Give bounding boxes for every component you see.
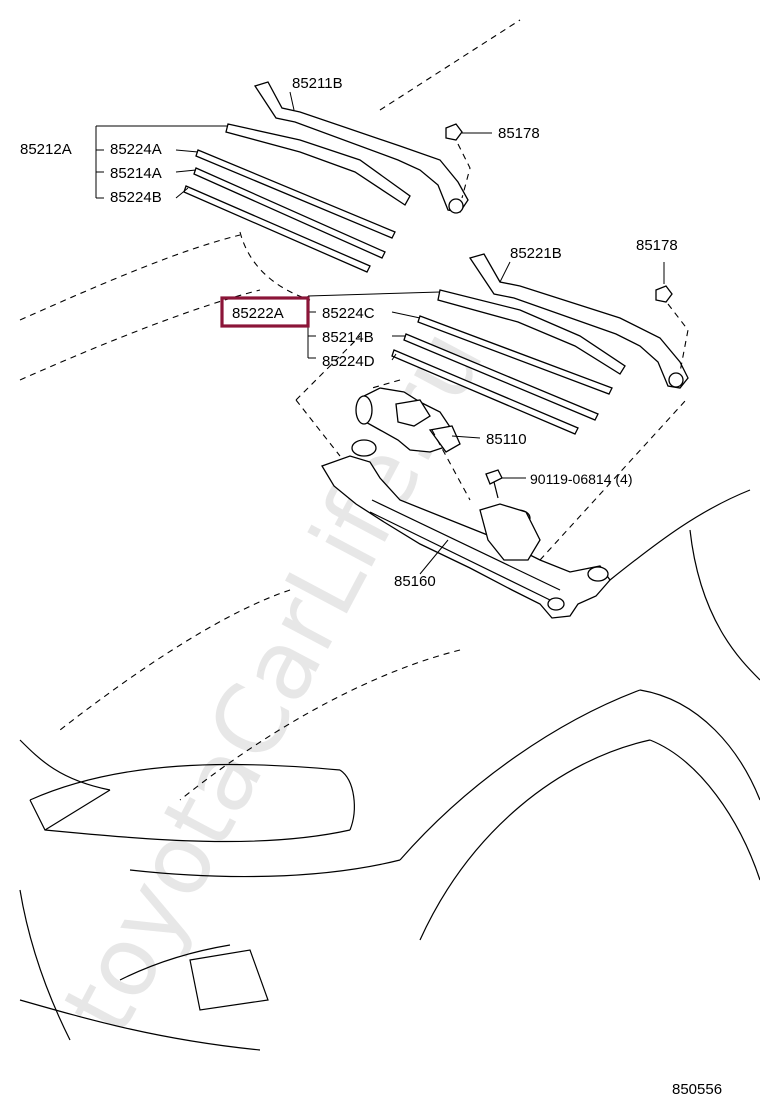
label-85224b: 85224B [110, 189, 162, 206]
label-85160: 85160 [394, 573, 436, 590]
label-85178-top: 85178 [498, 125, 540, 142]
bolt [485, 469, 503, 499]
wiper-blade-left [183, 123, 411, 273]
wiper-blade-right [391, 289, 626, 435]
wiper-link [321, 439, 611, 619]
label-85212a: 85212A [20, 141, 72, 158]
label-85211b: 85211B [292, 75, 343, 92]
highlight-box [220, 296, 310, 328]
label-85214b: 85214B [322, 329, 374, 346]
leader-lines [95, 91, 526, 575]
wiper-arm-rear [253, 81, 469, 214]
clip-1 [445, 123, 471, 199]
label-85221b: 85221B [510, 245, 562, 262]
diagram-code: 850556 [672, 1081, 722, 1098]
label-85224a: 85224A [110, 141, 162, 158]
label-85214a: 85214A [110, 165, 162, 182]
wiper-motor [355, 387, 461, 453]
clip-2 [655, 262, 689, 373]
label-85224c: 85224C [322, 305, 375, 322]
label-85224d: 85224D [322, 353, 375, 370]
label-85178-right: 85178 [636, 237, 678, 254]
assembly-boundary [295, 335, 687, 561]
wiper-arm-front [468, 253, 689, 389]
label-85222a[interactable]: 85222A [232, 305, 284, 322]
label-85110: 85110 [486, 431, 527, 448]
label-90119: 90119-06814 (4) [530, 471, 632, 487]
